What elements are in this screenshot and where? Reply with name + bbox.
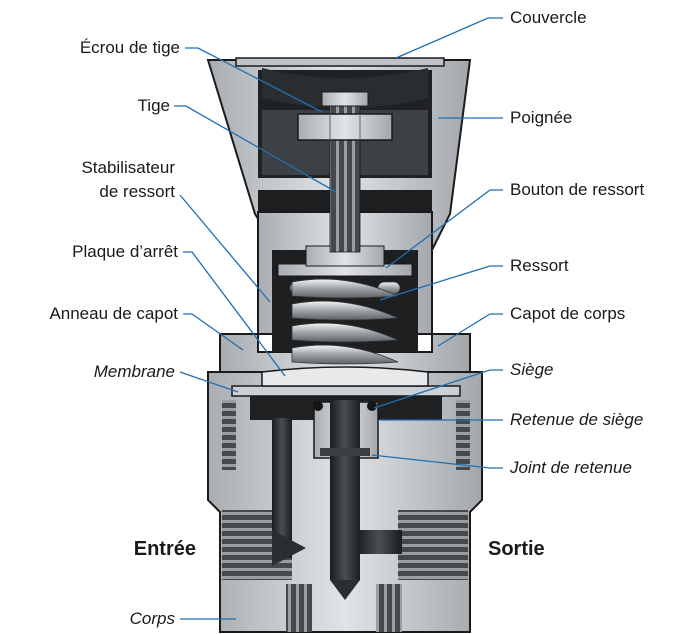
leader-ressort [379, 265, 503, 301]
leader-tige [174, 105, 337, 193]
label-siege: Siège [510, 360, 554, 379]
seat-retainer-shape [313, 400, 379, 600]
leader-joint-de-retenue [371, 454, 503, 469]
leader-ecrou-de-tige [185, 47, 323, 113]
outlet-port [356, 510, 468, 580]
mount-hole-left [286, 584, 312, 632]
mount-hole-right [376, 584, 402, 632]
label-joint-de-retenue: Joint de retenue [510, 458, 632, 477]
leader-siege [373, 369, 503, 409]
label-stabilisateur-line2: de ressort [99, 182, 175, 201]
spring-shape [277, 245, 413, 365]
label-ecrou-de-tige: Écrou de tige [79, 38, 180, 57]
label-sortie: Sortie [488, 538, 545, 560]
label-stabilisateur-line1: Stabilisateur [81, 158, 175, 177]
label-plaque-darret: Plaque d’arrêt [72, 242, 178, 261]
label-couvercle: Couvercle [510, 8, 587, 27]
leader-capot-de-corps [437, 313, 503, 347]
leader-anneau-de-capot [183, 313, 244, 351]
label-ressort: Ressort [510, 256, 569, 275]
diaphragm-shape [231, 366, 461, 397]
label-entree: Entrée [133, 538, 196, 560]
label-membrane: Membrane [93, 362, 175, 381]
leader-membrane [179, 371, 239, 393]
leader-lines [174, 17, 503, 620]
label-poignee: Poignée [510, 108, 573, 127]
label-capot-de-corps: Capot de corps [510, 304, 626, 323]
stem-shape [297, 91, 393, 253]
label-retenue-de-siege: Retenue de siège [510, 410, 644, 429]
leader-couvercle [395, 17, 503, 59]
label-tige: Tige [137, 96, 170, 115]
leader-plaque-darret [183, 251, 286, 377]
label-anneau-de-capot: Anneau de capot [49, 304, 178, 323]
leader-bouton-de-ressort [385, 189, 503, 269]
leader-stabilisateur [179, 194, 271, 303]
inlet-port [222, 418, 306, 580]
label-bouton-de-ressort: Bouton de ressort [510, 180, 645, 199]
label-corps: Corps [129, 609, 175, 628]
